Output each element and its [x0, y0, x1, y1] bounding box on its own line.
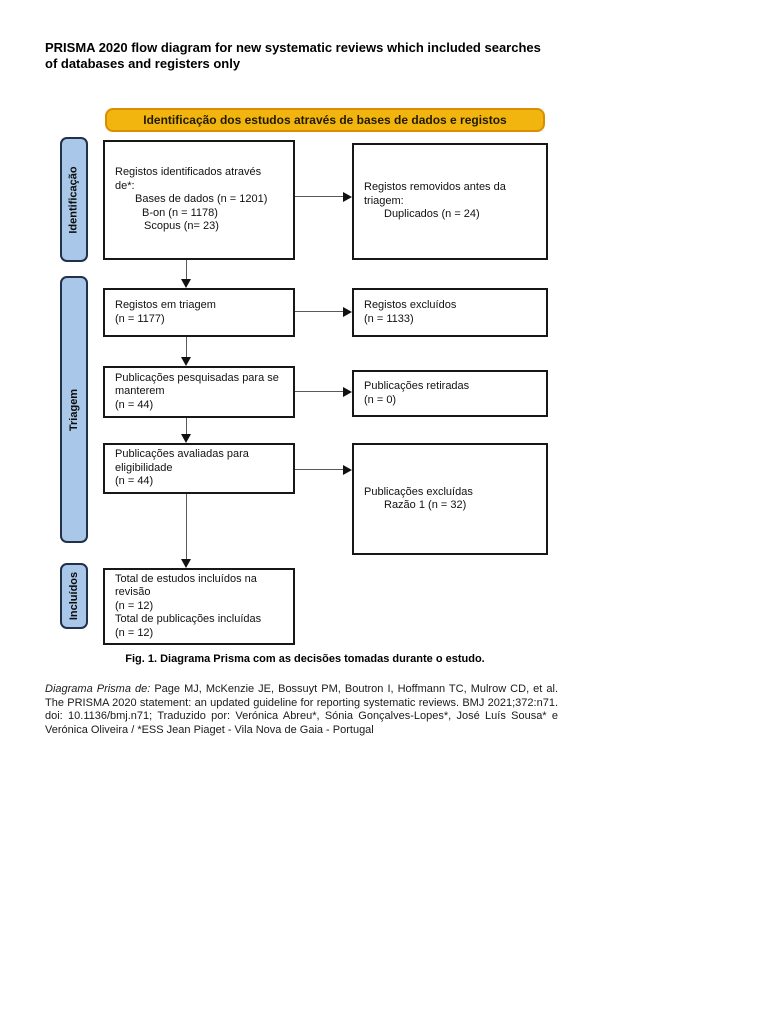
- box-records-removed: Registos removidos antes da triagem: Dup…: [352, 143, 548, 260]
- stage-triagem: Triagem: [60, 276, 88, 543]
- box-records-identified-bon: B-on (n = 1178): [142, 206, 218, 219]
- box-publications-included-count: (n = 12): [115, 626, 154, 639]
- box-records-identified-scopus: Scopus (n= 23): [144, 220, 219, 233]
- box-records-screened-text: Registos em triagem: [115, 299, 216, 311]
- arrowhead-sought-to-retired-icon: [343, 387, 352, 397]
- arrow-assessed-to-included: [186, 494, 187, 559]
- box-reports-sought: Publicações pesquisadas para se manterem…: [103, 366, 295, 418]
- arrowhead-sought-to-assessed-icon: [181, 434, 191, 443]
- stage-incluidos-label: Incluídos: [68, 571, 80, 621]
- arrow-identified-to-screened: [186, 260, 187, 279]
- box-reports-sought-count: (n = 44): [115, 398, 154, 411]
- stage-identificacao-label: Identificação: [68, 165, 80, 234]
- arrow-sought-to-assessed: [186, 418, 187, 434]
- box-records-excluded: Registos excluídos (n = 1133): [352, 288, 548, 337]
- figure-caption: Fig. 1. Diagrama Prisma com as decisões …: [125, 653, 485, 665]
- reference-lead: Diagrama Prisma de:: [45, 683, 151, 695]
- box-records-identified: Registos identificados através de*: Base…: [103, 140, 295, 260]
- box-reports-assessed-count: (n = 44): [115, 475, 154, 488]
- box-reports-not-retrieved-text: Publicações retiradas: [364, 380, 470, 392]
- arrow-screened-to-excluded: [295, 311, 343, 312]
- arrowhead-assessed-to-included-icon: [181, 559, 191, 568]
- arrow-sought-to-retired: [295, 391, 343, 392]
- box-records-identified-databases: Bases de dados (n = 1201): [135, 193, 268, 206]
- box-reports-excluded-text: Publicações excluídas: [364, 485, 473, 498]
- reference-paragraph: Diagrama Prisma de: Page MJ, McKenzie JE…: [45, 683, 558, 737]
- box-reports-not-retrieved: Publicações retiradas (n = 0): [352, 370, 548, 417]
- box-records-removed-duplicates: Duplicados (n = 24): [384, 208, 480, 221]
- box-records-excluded-count: (n = 1133): [364, 312, 414, 325]
- identification-banner-label: Identificação dos estudos através de bas…: [143, 113, 507, 127]
- box-reports-excluded: Publicações excluídas Razão 1 (n = 32): [352, 443, 548, 555]
- arrowhead-screened-to-excluded-icon: [343, 307, 352, 317]
- box-records-identified-text: Registos identificados através de*:: [115, 166, 262, 192]
- box-records-screened-count: (n = 1177): [115, 312, 165, 325]
- box-studies-included-text: Total de estudos incluídos na revisão: [115, 572, 257, 599]
- arrowhead-identified-to-screened-icon: [181, 279, 191, 288]
- box-publications-included-text: Total de publicações incluídas: [115, 613, 262, 626]
- box-records-removed-text: Registos removidos antes da triagem:: [364, 181, 506, 207]
- arrowhead-identified-to-removed-icon: [343, 192, 352, 202]
- box-reports-not-retrieved-count: (n = 0): [364, 393, 397, 406]
- page-title: PRISMA 2020 flow diagram for new systema…: [45, 40, 541, 71]
- arrow-assessed-to-excluded: [295, 469, 343, 470]
- arrowhead-screened-to-sought-icon: [181, 357, 191, 366]
- box-studies-included: Total de estudos incluídos na revisão (n…: [103, 568, 295, 645]
- reference-body: Page MJ, McKenzie JE, Bossuyt PM, Boutro…: [45, 683, 558, 736]
- box-studies-included-count: (n = 12): [115, 599, 154, 612]
- box-reports-sought-text: Publicações pesquisadas para se manterem: [115, 371, 279, 398]
- stage-triagem-label: Triagem: [68, 388, 80, 431]
- arrow-identified-to-removed: [295, 196, 343, 197]
- box-reports-excluded-reason: Razão 1 (n = 32): [384, 499, 467, 511]
- arrow-screened-to-sought: [186, 337, 187, 357]
- identification-banner: Identificação dos estudos através de bas…: [105, 108, 545, 132]
- box-reports-assessed-text: Publicações avaliadas para eligibilidade: [115, 448, 249, 474]
- box-records-screened: Registos em triagem (n = 1177): [103, 288, 295, 337]
- stage-incluidos: Incluídos: [60, 563, 88, 629]
- arrowhead-assessed-to-excluded-icon: [343, 465, 352, 475]
- box-reports-assessed: Publicações avaliadas para eligibilidade…: [103, 443, 295, 494]
- box-records-excluded-text: Registos excluídos: [364, 299, 457, 311]
- stage-identificacao: Identificação: [60, 137, 88, 262]
